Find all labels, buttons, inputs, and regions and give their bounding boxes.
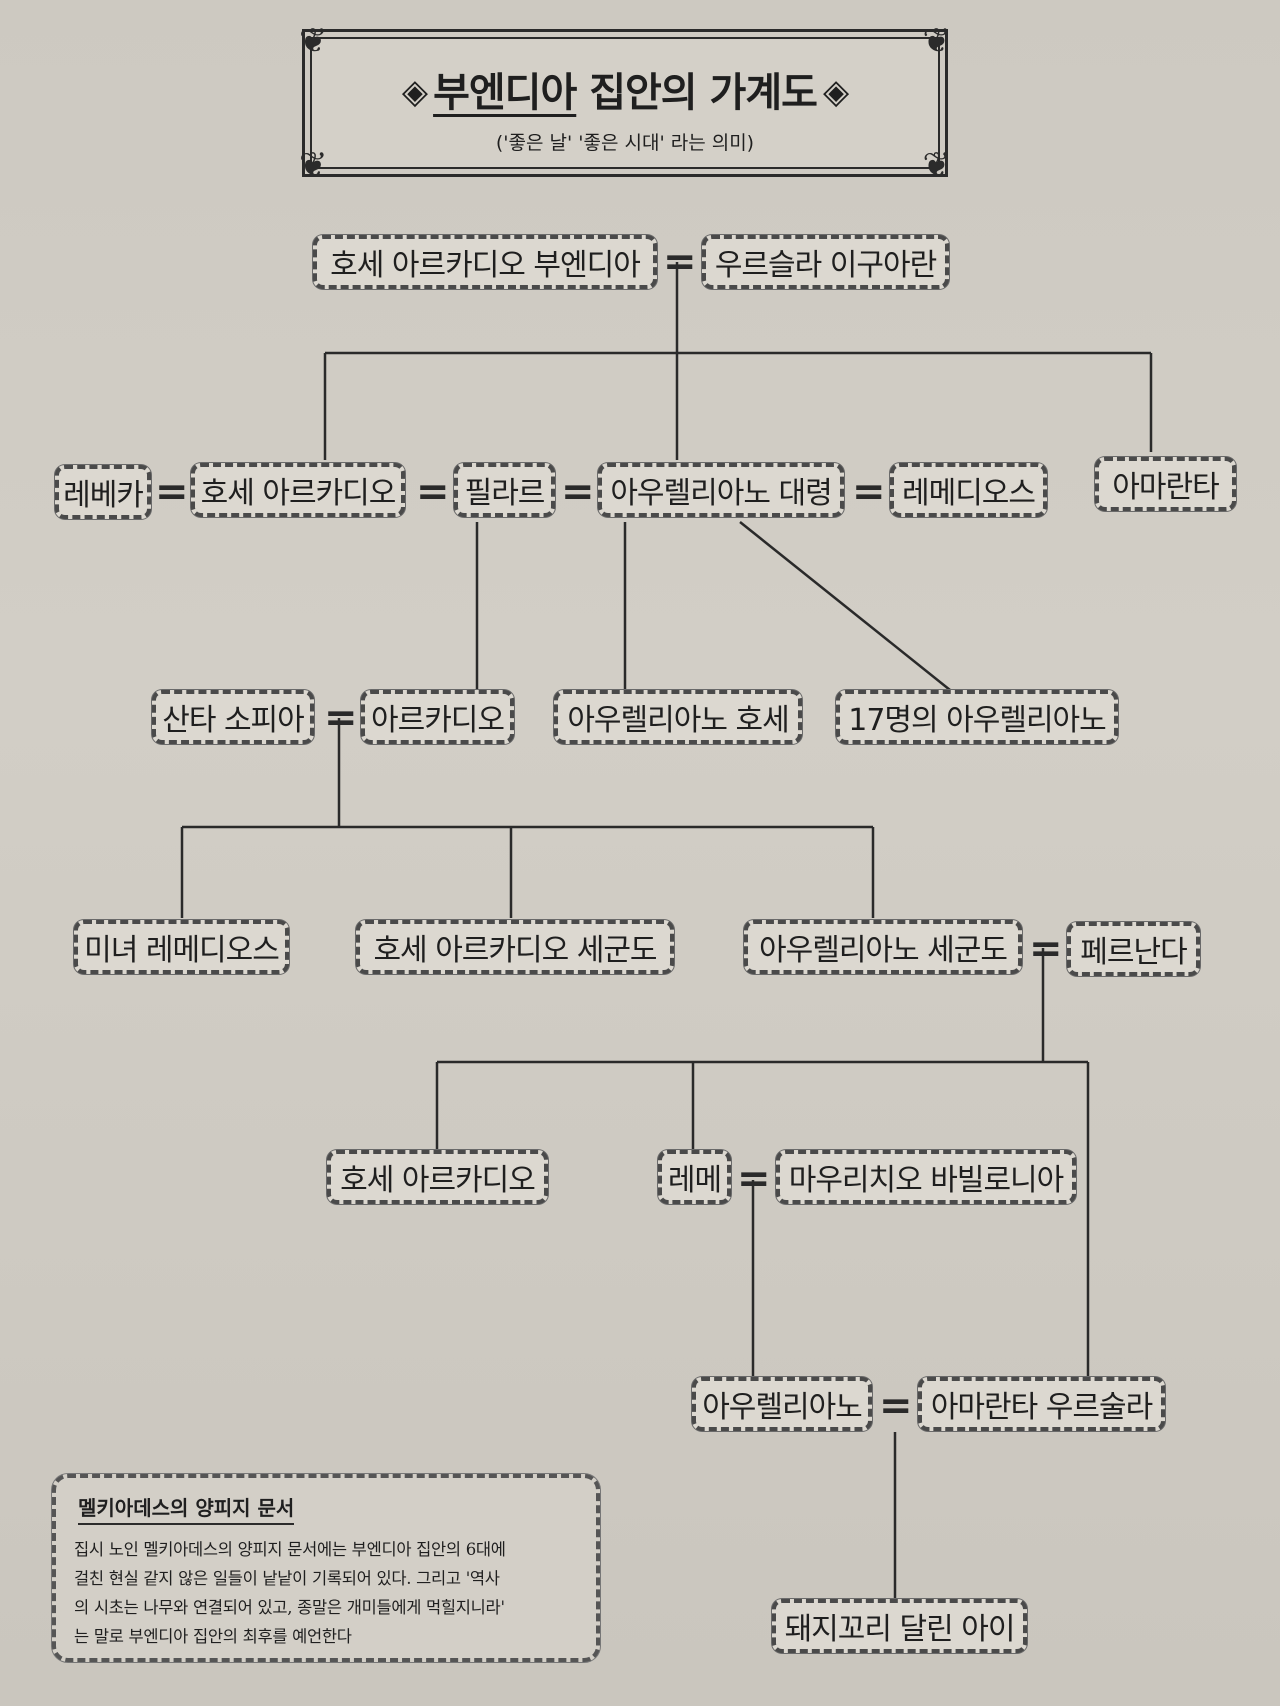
person-jose-arcadio-buendia: 호세 아르카디오 부엔디아: [313, 235, 657, 289]
info-box: 멜키아데스의 양피지 문서 집시 노인 멜키아데스의 양피지 문서에는 부엔디아…: [52, 1474, 600, 1662]
person-jose-arcadio: 호세 아르카디오: [191, 463, 405, 517]
ornament-corner-icon: ❦: [299, 21, 328, 61]
person-pilar: 필라르: [454, 463, 555, 517]
marriage-symbol: =: [324, 695, 358, 741]
title-rest: 집안의 가계도: [589, 70, 818, 116]
person-jose-arcadio-2: 호세 아르카디오: [327, 1150, 548, 1204]
person-aureliano-jose: 아우렐리아노 호세: [554, 690, 802, 744]
person-remedios: 레메디오스: [890, 463, 1047, 517]
marriage-symbol: =: [561, 469, 595, 515]
person-arcadio: 아르카디오: [361, 690, 514, 744]
person-santa-sofia: 산타 소피아: [152, 690, 314, 744]
marriage-symbol: =: [737, 1156, 771, 1202]
person-rebeca: 레베카: [55, 465, 151, 519]
person-jose-arcadio-segundo: 호세 아르카디오 세군도: [356, 920, 674, 974]
ornament-corner-icon: ❦: [922, 21, 952, 61]
title-frame: ❦ ❦ ❦ ❦ ◈부엔디아 집안의 가계도◈ ('좋은 날' '좋은 시대' 라…: [299, 24, 951, 182]
person-remedios-beauty: 미녀 레메디오스: [74, 920, 289, 974]
person-aureliano-colonel: 아우렐리아노 대령: [598, 463, 844, 517]
diamond-icon: ◈: [822, 72, 849, 112]
diamond-icon: ◈: [401, 72, 428, 112]
person-aureliano: 아우렐리아노: [692, 1377, 872, 1431]
page-title: ◈부엔디아 집안의 가계도◈: [305, 60, 945, 118]
ornament-corner-icon: ❦: [299, 145, 328, 185]
title-subtitle: ('좋은 날' '좋은 시대' 라는 의미): [495, 132, 755, 154]
person-aureliano-segundo: 아우렐리아노 세군도: [744, 920, 1022, 974]
person-fernanda: 페르난다: [1067, 922, 1200, 976]
ornament-corner-icon: ❦: [922, 145, 952, 185]
info-line: 집시 노인 멜키아데스의 양피지 문서에는 부엔디아 집안의 6대에: [74, 1540, 506, 1559]
info-line: 는 말로 부엔디아 집안의 최후를 예언한다: [74, 1627, 352, 1646]
info-line: 걸친 현실 같지 않은 일들이 낱낱이 기록되어 있다. 그리고 '역사: [74, 1569, 500, 1588]
marriage-symbol: =: [416, 469, 450, 515]
person-amaranta: 아마란타: [1095, 457, 1236, 511]
marriage-symbol: =: [852, 469, 886, 515]
info-body: 집시 노인 멜키아데스의 양피지 문서에는 부엔디아 집안의 6대에 걸친 현실…: [74, 1535, 578, 1651]
person-seventeen-aurelianos: 17명의 아우렐리아노: [836, 690, 1118, 744]
person-ursula: 우르슬라 이구아란: [702, 235, 949, 289]
marriage-symbol: =: [663, 239, 697, 285]
marriage-symbol: =: [155, 469, 189, 515]
person-amaranta-ursula: 아마란타 우르술라: [918, 1377, 1165, 1431]
person-meme: 레메: [658, 1150, 731, 1204]
title-family-name: 부엔디아: [433, 70, 577, 116]
info-title: 멜키아데스의 양피지 문서: [78, 1492, 295, 1525]
person-pig-tail-child: 돼지꼬리 달린 아이: [772, 1599, 1027, 1653]
info-line: 의 시초는 나무와 연결되어 있고, 종말은 개미들에게 먹힐지니라': [74, 1598, 505, 1617]
person-mauricio: 마우리치오 바빌로니아: [776, 1150, 1076, 1204]
line-colonel-seventeen: [739, 521, 951, 691]
marriage-symbol: =: [879, 1383, 913, 1429]
marriage-symbol: =: [1029, 926, 1063, 972]
